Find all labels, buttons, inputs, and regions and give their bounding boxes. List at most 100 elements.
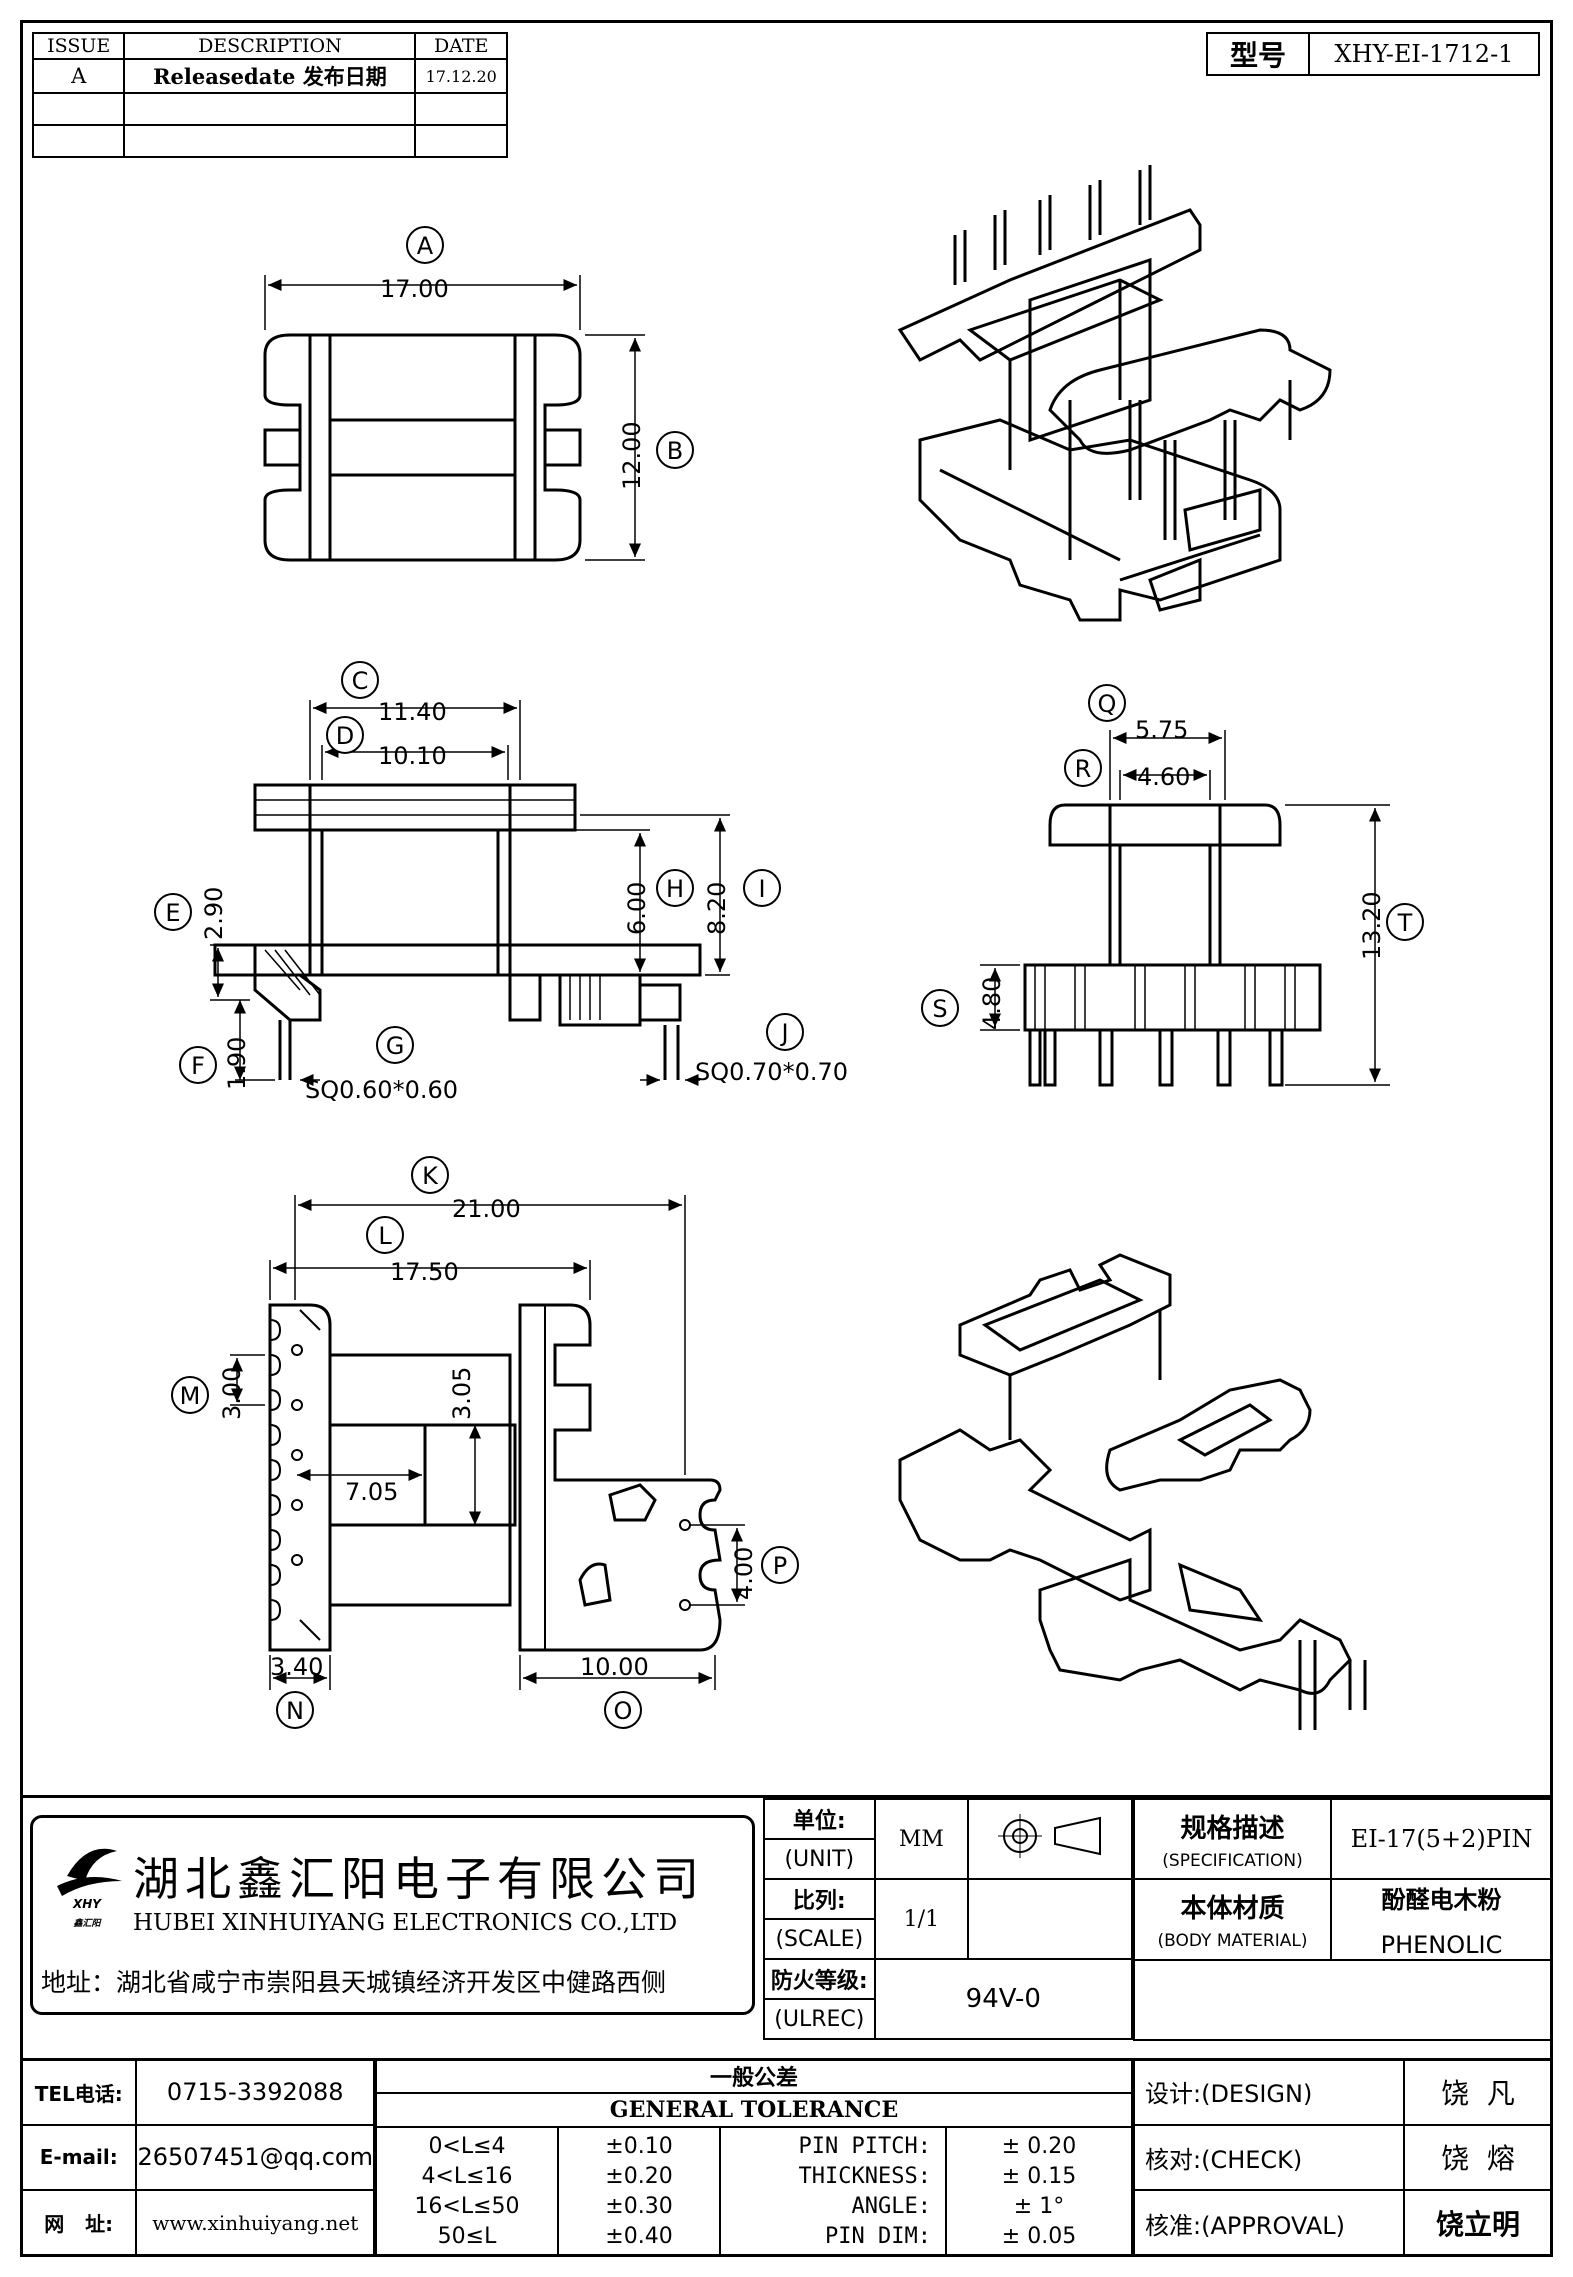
material-spacer bbox=[1133, 1959, 1553, 2041]
dim-l-value: 17.50 bbox=[390, 1258, 459, 1286]
callout-g: G bbox=[386, 1032, 405, 1060]
fire-label-cn: 防火等级: bbox=[763, 1958, 876, 2000]
contact-table: TEL电话: 0715-3392088 E-mail: 26507451@qq.… bbox=[19, 2057, 375, 2258]
special-value: ± 0.15 bbox=[1001, 2163, 1077, 2189]
spec-label-cn: 规格描述 bbox=[1180, 1813, 1285, 1844]
rev-empty-cell bbox=[414, 124, 508, 158]
spec-label-en: (SPECIFICATION) bbox=[1162, 1850, 1303, 1871]
rev-empty-cell bbox=[414, 92, 508, 126]
special-value: ± 0.20 bbox=[1001, 2133, 1077, 2159]
callout-p-circle bbox=[761, 1546, 799, 1584]
callout-o: O bbox=[614, 1697, 633, 1725]
unit-label-en: (UNIT) bbox=[763, 1838, 876, 1880]
material-label-en: (BODY MATERIAL) bbox=[1157, 1931, 1308, 1951]
top-view bbox=[263, 275, 645, 562]
tolerance-range: 16<L≤50 bbox=[414, 2193, 520, 2219]
approval-label: 核准:(APPROVAL) bbox=[1133, 2189, 1405, 2257]
spec-label: 规格描述 (SPECIFICATION) bbox=[1133, 1798, 1332, 1880]
technical-drawing: 17.00 12.00 11.40 10.10 2.90 1.90 SQ0.60… bbox=[154, 165, 1424, 1730]
web-value[interactable]: www.xinhuiyang.net bbox=[135, 2188, 375, 2258]
rev-issue: A bbox=[31, 58, 126, 94]
callout-j: J bbox=[779, 1019, 788, 1047]
logo-text-bottom: 鑫汇阳 bbox=[73, 1919, 101, 1929]
callout-o-circle bbox=[604, 1691, 642, 1729]
web-label: 网 址: bbox=[19, 2188, 138, 2258]
tolerance-range: 50≤L bbox=[437, 2223, 497, 2249]
model-number: XHY-EI-1712-1 bbox=[1308, 32, 1540, 76]
tolerance-title-en: GENERAL TOLERANCE bbox=[375, 2092, 1133, 2128]
rev-description: Releasedate 发布日期 bbox=[123, 58, 417, 94]
callout-m: M bbox=[180, 1382, 201, 1410]
callout-q: Q bbox=[1098, 690, 1117, 718]
callout-k-circle bbox=[411, 1156, 449, 1194]
approval-table: 设计:(DESIGN) 饶 凡 核对:(CHECK) 饶 熔 核准:(APPRO… bbox=[1133, 2058, 1553, 2257]
fire-value: 94V-0 bbox=[873, 1958, 1134, 2040]
approval-name: 饶立明 bbox=[1403, 2189, 1553, 2257]
special-values: ± 0.20 ± 0.15 ± 1° ± 0.05 bbox=[945, 2126, 1133, 2257]
special-value: ± 0.05 bbox=[1001, 2223, 1077, 2249]
special-label: PIN PITCH: bbox=[798, 2133, 931, 2159]
iso-view-top bbox=[897, 165, 1332, 622]
material-value: 酚醛电木粉 PHENOLIC bbox=[1330, 1878, 1553, 1961]
rev-date: 17.12.20 bbox=[414, 58, 508, 94]
company-name-cn: 湖北鑫汇阳电子有限公司 bbox=[133, 1852, 705, 1906]
callout-q-circle bbox=[1088, 684, 1126, 722]
callout-p: P bbox=[773, 1552, 787, 1580]
callout-b: B bbox=[667, 437, 683, 465]
material-label: 本体材质 (BODY MATERIAL) bbox=[1133, 1878, 1332, 1961]
callout-f-circle bbox=[179, 1046, 217, 1084]
unit-value: MM bbox=[873, 1798, 970, 1880]
special-label: THICKNESS: bbox=[798, 2163, 931, 2189]
revision-table: ISSUE DESCRIPTION DATE A Releasedate 发布日… bbox=[31, 32, 508, 158]
company-block: XHY 鑫汇阳 湖北鑫汇阳电子有限公司 HUBEI XINHUIYANG ELE… bbox=[30, 1815, 755, 2015]
callout-d: D bbox=[336, 722, 354, 750]
special-value: ± 1° bbox=[1013, 2193, 1065, 2219]
tel-value: 0715-3392088 bbox=[135, 2057, 375, 2127]
design-name: 饶 凡 bbox=[1403, 2058, 1553, 2126]
title-block-top-rule bbox=[20, 1795, 1553, 1798]
dim-q-value: 5.75 bbox=[1135, 716, 1188, 744]
third-angle-projection-icon bbox=[998, 1814, 1102, 1858]
callout-e: E bbox=[165, 899, 180, 927]
email-value[interactable]: 26507451@qq.com bbox=[135, 2124, 375, 2191]
tolerance-value: ±0.30 bbox=[605, 2193, 673, 2219]
dim-n-value: 3.40 bbox=[270, 1653, 323, 1681]
model-box: 型号 XHY-EI-1712-1 bbox=[1206, 32, 1540, 76]
dim-r-value: 4.60 bbox=[1137, 763, 1190, 791]
callout-t-circle bbox=[1386, 903, 1424, 941]
rev-empty-cell bbox=[123, 124, 417, 158]
tolerance-range: 0<L≤4 bbox=[428, 2133, 506, 2159]
logo-icon: XHY bbox=[57, 1848, 122, 1911]
dim-d-value: 10.10 bbox=[378, 742, 447, 770]
callout-h-circle bbox=[656, 869, 694, 907]
callout-a: A bbox=[417, 232, 434, 260]
rev-empty-cell bbox=[31, 124, 126, 158]
email-label: E-mail: bbox=[19, 2124, 138, 2191]
fire-label-en: (ULREC) bbox=[763, 1998, 876, 2040]
dim-s-value: 4.80 bbox=[978, 977, 1006, 1030]
dim-p-value: 4.00 bbox=[730, 1547, 758, 1600]
callout-b-circle bbox=[656, 431, 694, 469]
tolerance-table: 一般公差 GENERAL TOLERANCE 0<L≤4 4<L≤16 16<L… bbox=[375, 2058, 1133, 2257]
logo-text-top: XHY bbox=[72, 1897, 102, 1911]
special-label: ANGLE: bbox=[851, 2193, 931, 2219]
rev-empty-cell bbox=[123, 92, 417, 126]
company-logo: XHY 鑫汇阳 bbox=[47, 1836, 127, 1929]
callout-l: L bbox=[378, 1222, 392, 1250]
front-view bbox=[210, 700, 730, 1086]
design-label: 设计:(DESIGN) bbox=[1133, 2058, 1405, 2126]
dim-b-value: 12.00 bbox=[618, 421, 646, 490]
callout-k: K bbox=[422, 1162, 439, 1190]
dim-h-value: 6.00 bbox=[623, 882, 651, 935]
callout-n-circle bbox=[276, 1691, 314, 1729]
tolerance-value: ±0.20 bbox=[605, 2163, 673, 2189]
dim-m-value: 3.00 bbox=[218, 1367, 246, 1420]
unit-label-cn: 单位: bbox=[763, 1798, 876, 1840]
callout-e-circle bbox=[154, 893, 192, 931]
callout-r-circle bbox=[1064, 749, 1102, 787]
dim-i-value: 8.20 bbox=[703, 882, 731, 935]
rev-empty-cell bbox=[31, 92, 126, 126]
scale-value: 1/1 bbox=[873, 1878, 970, 1960]
callout-c: C bbox=[352, 667, 369, 695]
bottom-view bbox=[230, 1195, 745, 1690]
